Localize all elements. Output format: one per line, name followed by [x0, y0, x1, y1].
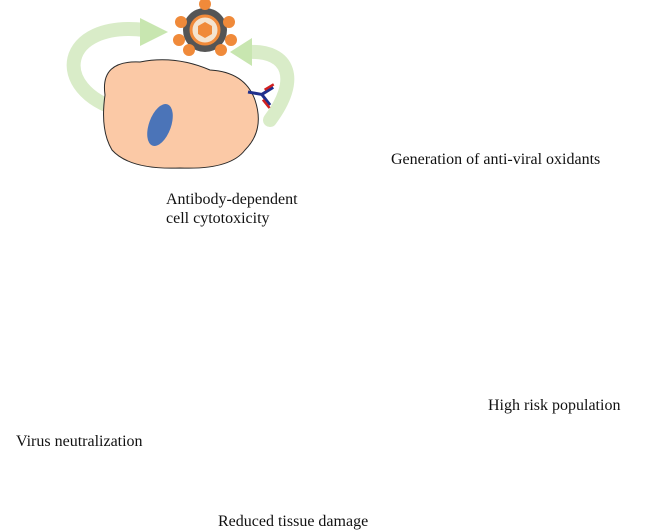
label-adcc-line2: cell cytotoxicity: [166, 210, 270, 227]
virus-icon: [173, 0, 237, 56]
cycle-arrow-left: [66, 22, 152, 117]
label-virus-neutralization: Virus neutralization: [16, 433, 143, 450]
adcc-panel: [66, 0, 295, 169]
cell-nucleus: [147, 103, 173, 147]
cycle-arrow-right: [241, 44, 295, 127]
label-adcc-line1: Antibody-dependent: [166, 191, 298, 208]
label-adcc: Antibody-dependent cell cytotoxicity: [166, 190, 298, 228]
label-oxidants: Generation of anti-viral oxidants: [391, 151, 601, 168]
label-tissue-damage: Reduced tissue damage: [218, 513, 369, 530]
label-high-risk: High risk population: [488, 397, 621, 414]
target-cell: [103, 59, 259, 169]
